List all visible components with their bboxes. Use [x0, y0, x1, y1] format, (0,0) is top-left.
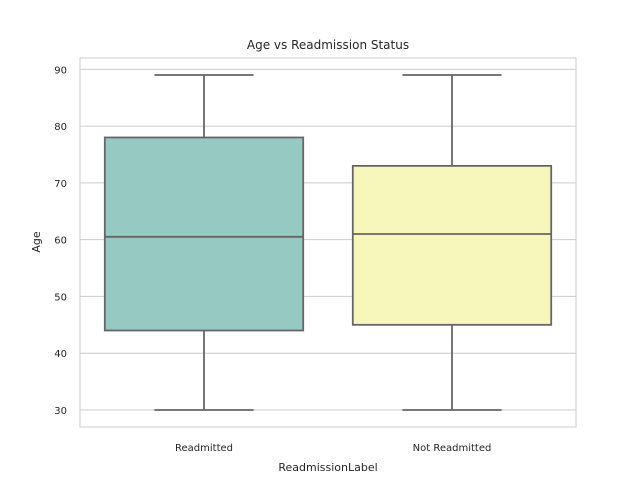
boxes — [103, 74, 553, 411]
iqr-box — [103, 136, 305, 332]
y-tick-label: 30 — [54, 406, 67, 417]
y-tick-label: 80 — [54, 122, 67, 133]
x-axis-label: ReadmissionLabel — [278, 461, 377, 474]
box-group-2 — [351, 74, 553, 411]
x-tick-label: Not Readmitted — [413, 443, 492, 454]
y-tick-label: 50 — [54, 292, 67, 303]
x-tick-labels: Readmitted Not Readmitted — [175, 443, 491, 454]
y-tick-label: 70 — [54, 179, 67, 190]
y-tick-label: 60 — [54, 236, 67, 247]
box-group-1 — [103, 74, 305, 411]
x-tick-label: Readmitted — [175, 443, 233, 454]
chart-title: Age vs Readmission Status — [247, 38, 409, 52]
plot-frame — [79, 57, 577, 428]
y-tick-label: 40 — [54, 349, 67, 360]
y-tick-labels: 30 40 50 60 70 80 90 — [54, 65, 67, 417]
y-tick-label: 90 — [54, 65, 67, 76]
y-axis-label: Age — [30, 231, 43, 253]
iqr-box — [351, 164, 553, 326]
